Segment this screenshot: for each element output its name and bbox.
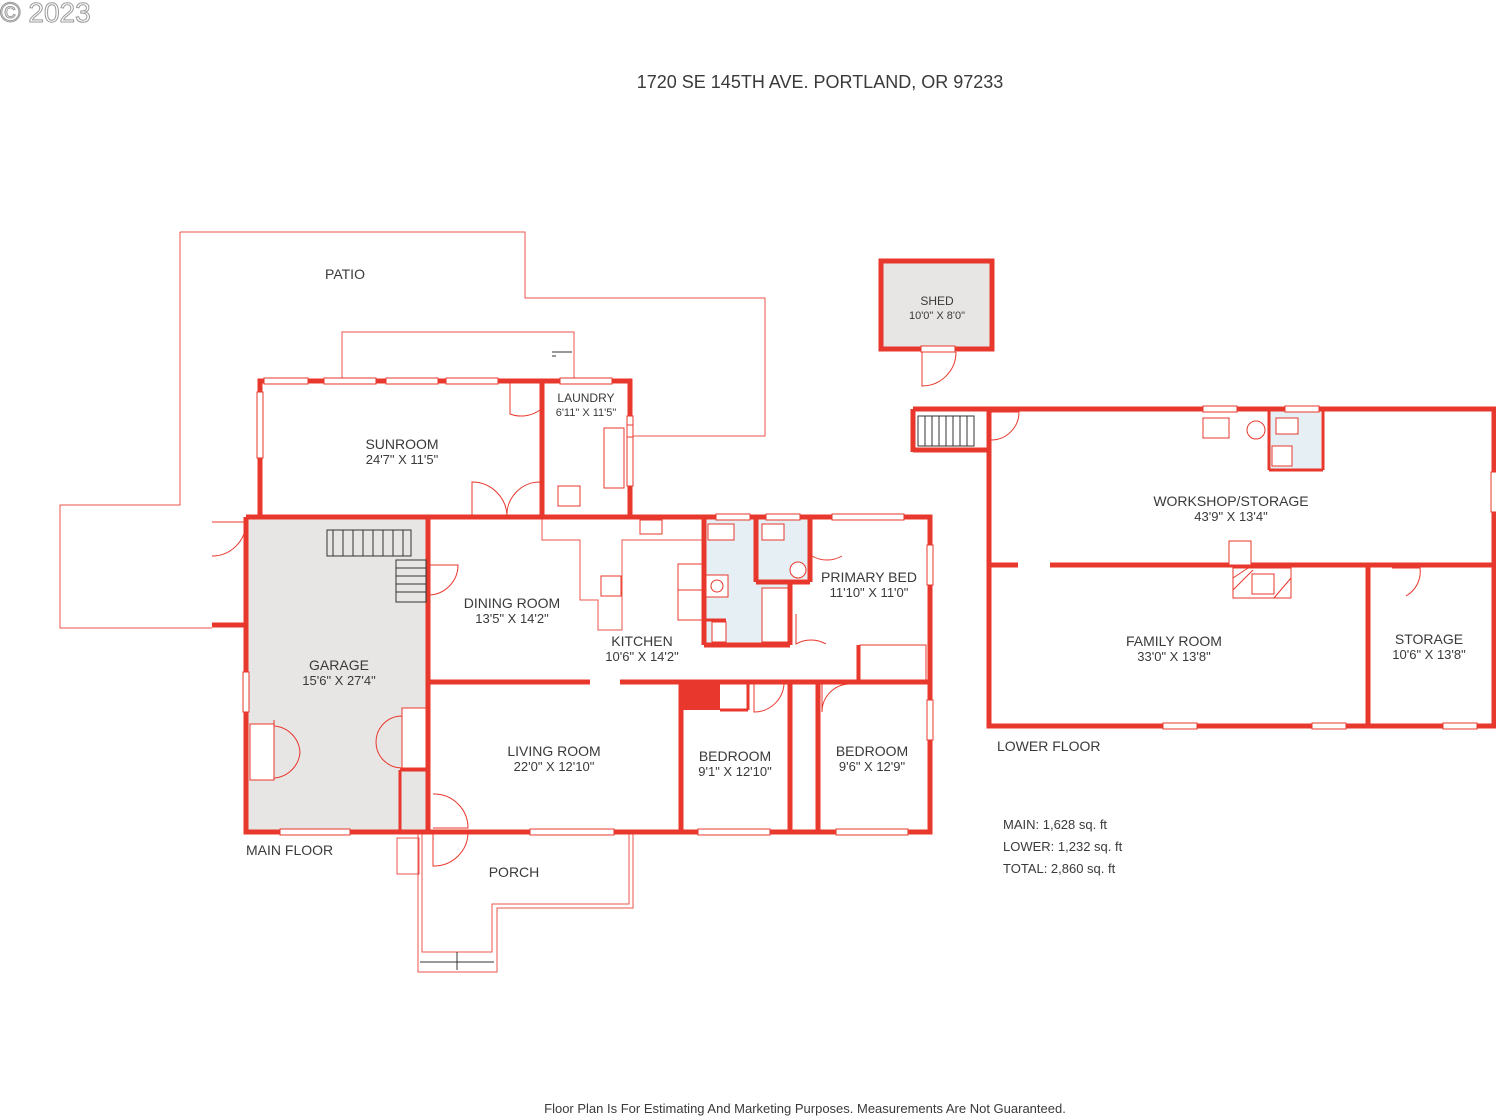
lower-floor-label: LOWER FLOOR — [997, 738, 1100, 754]
garage-name: GARAGE — [309, 657, 369, 673]
workshop-name: WORKSHOP/STORAGE — [1153, 493, 1308, 509]
shed — [878, 258, 995, 387]
main-floor-label: MAIN FLOOR — [246, 842, 333, 858]
primary-bed-name: PRIMARY BED — [821, 569, 917, 585]
living-dim: 22'0" X 12'10" — [514, 759, 595, 774]
deck-stairs — [552, 351, 572, 357]
lower-stairs — [917, 411, 1020, 447]
shed-name: SHED — [920, 294, 954, 308]
dining-dim: 13'5" X 14'2" — [475, 611, 549, 626]
garage-stairs — [326, 529, 427, 603]
primary-bed-dim: 11'10" X 11'0" — [830, 585, 909, 600]
bedroom2-name: BEDROOM — [836, 743, 908, 759]
storage-dim: 10'6" X 13'8" — [1392, 647, 1466, 662]
bedroom1-dim: 9'1" X 12'10" — [698, 764, 772, 779]
chimney-block — [681, 682, 720, 710]
main-doors — [211, 381, 851, 867]
porch-outline — [396, 832, 634, 973]
kitchen-counters — [541, 427, 927, 681]
sunroom-name: SUNROOM — [365, 436, 438, 452]
patio-outline — [59, 231, 766, 629]
porch-label: PORCH — [489, 864, 540, 880]
sunroom-dim: 24'7" X 11'5" — [366, 452, 439, 467]
address-title: 1720 SE 145TH AVE. PORTLAND, OR 97233 — [637, 72, 1004, 92]
bath-fixtures — [705, 523, 807, 643]
main-floor-walls — [212, 378, 933, 835]
area-total: TOTAL: 2,860 sq. ft — [1003, 861, 1116, 876]
dining-name: DINING ROOM — [464, 595, 560, 611]
bedroom2-dim: 9'6" X 12'9" — [839, 759, 906, 774]
patio-label: PATIO — [325, 266, 365, 282]
copyright-watermark: © 2023 — [0, 0, 91, 28]
disclaimer: Floor Plan Is For Estimating And Marketi… — [544, 1101, 1066, 1116]
kitchen-dim: 10'6" X 14'2" — [605, 649, 679, 664]
family-room-name: FAMILY ROOM — [1126, 633, 1222, 649]
family-room-dim: 33'0" X 13'8" — [1137, 649, 1211, 664]
lower-floor-walls — [910, 406, 1496, 729]
garage-dim: 15'6" X 27'4" — [302, 673, 376, 688]
workshop-dim: 43'9" X 13'4" — [1194, 509, 1268, 524]
deck-outline — [341, 331, 575, 381]
lower-fixtures — [1202, 417, 1421, 599]
laundry-dim: 6'11" X 11'5" — [556, 407, 617, 419]
shed-dim: 10'0" X 8'0" — [909, 310, 965, 322]
area-lower: LOWER: 1,232 sq. ft — [1003, 839, 1123, 854]
lower-windows — [1162, 405, 1496, 730]
main-windows — [242, 377, 934, 836]
kitchen-name: KITCHEN — [611, 633, 672, 649]
living-name: LIVING ROOM — [507, 743, 600, 759]
storage-name: STORAGE — [1395, 631, 1463, 647]
bedroom1-name: BEDROOM — [699, 748, 771, 764]
area-main: MAIN: 1,628 sq. ft — [1003, 817, 1107, 832]
laundry-name: LAUNDRY — [557, 391, 614, 405]
